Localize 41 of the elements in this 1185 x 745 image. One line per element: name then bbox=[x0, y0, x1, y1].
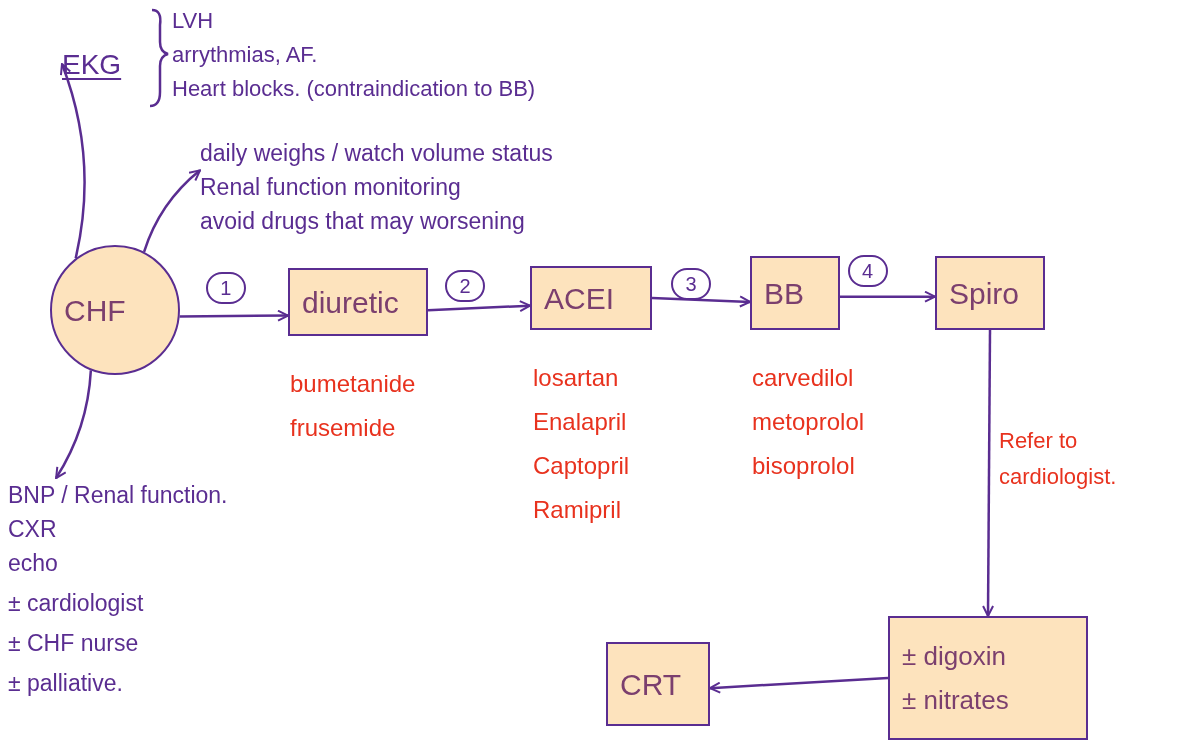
drug-name: bumetanide bbox=[290, 369, 417, 399]
drug-name: Captopril bbox=[533, 451, 631, 481]
arrow bbox=[982, 330, 995, 617]
process-box: diuretic bbox=[288, 268, 428, 336]
note-text: avoid drugs that may worsening bbox=[200, 207, 526, 236]
arrow bbox=[142, 169, 201, 253]
finding-text: Heart blocks. (contraindication to BB) bbox=[172, 75, 537, 103]
step-number-badge: 4 bbox=[847, 254, 888, 287]
note-text: Renal function monitoring bbox=[200, 173, 462, 202]
arrow bbox=[651, 295, 751, 308]
note-text: daily weighs / watch volume status bbox=[200, 139, 554, 168]
drug-name: frusemide bbox=[290, 413, 397, 443]
step-number-badge: 3 bbox=[671, 267, 711, 300]
process-box: BB bbox=[750, 256, 840, 330]
heading-text: EKG bbox=[62, 48, 123, 82]
drug-name: losartan bbox=[533, 363, 620, 393]
process-box: ACEI bbox=[530, 266, 652, 330]
note-text: CXR bbox=[8, 515, 58, 544]
finding-text: arrythmias, AF. bbox=[172, 41, 319, 69]
process-box: Spiro bbox=[935, 256, 1045, 330]
note-text: ± palliative. bbox=[8, 669, 124, 698]
drug-name: Ramipril bbox=[533, 495, 622, 525]
drug-name: Enalapril bbox=[533, 407, 628, 437]
arrow bbox=[179, 309, 289, 322]
arrow bbox=[709, 676, 889, 694]
finding-text: LVH bbox=[172, 7, 215, 35]
arrow bbox=[59, 63, 86, 259]
process-box: CRT bbox=[606, 642, 710, 726]
drug-name: metoprolol bbox=[752, 407, 866, 437]
process-box: ± digoxin ± nitrates bbox=[888, 616, 1088, 740]
step-number-badge: 2 bbox=[445, 269, 485, 302]
note-text: ± CHF nurse bbox=[8, 629, 140, 658]
arrow bbox=[840, 290, 936, 303]
drug-name: bisoprolol bbox=[752, 451, 856, 481]
arrow bbox=[55, 370, 93, 479]
step-number-badge: 1 bbox=[205, 272, 246, 305]
drug-name: carvedilol bbox=[752, 363, 855, 393]
arrow bbox=[427, 300, 531, 313]
note-text: echo bbox=[8, 549, 59, 578]
note-text: BNP / Renal function. bbox=[8, 481, 229, 510]
note-text: ± cardiologist bbox=[8, 589, 145, 618]
